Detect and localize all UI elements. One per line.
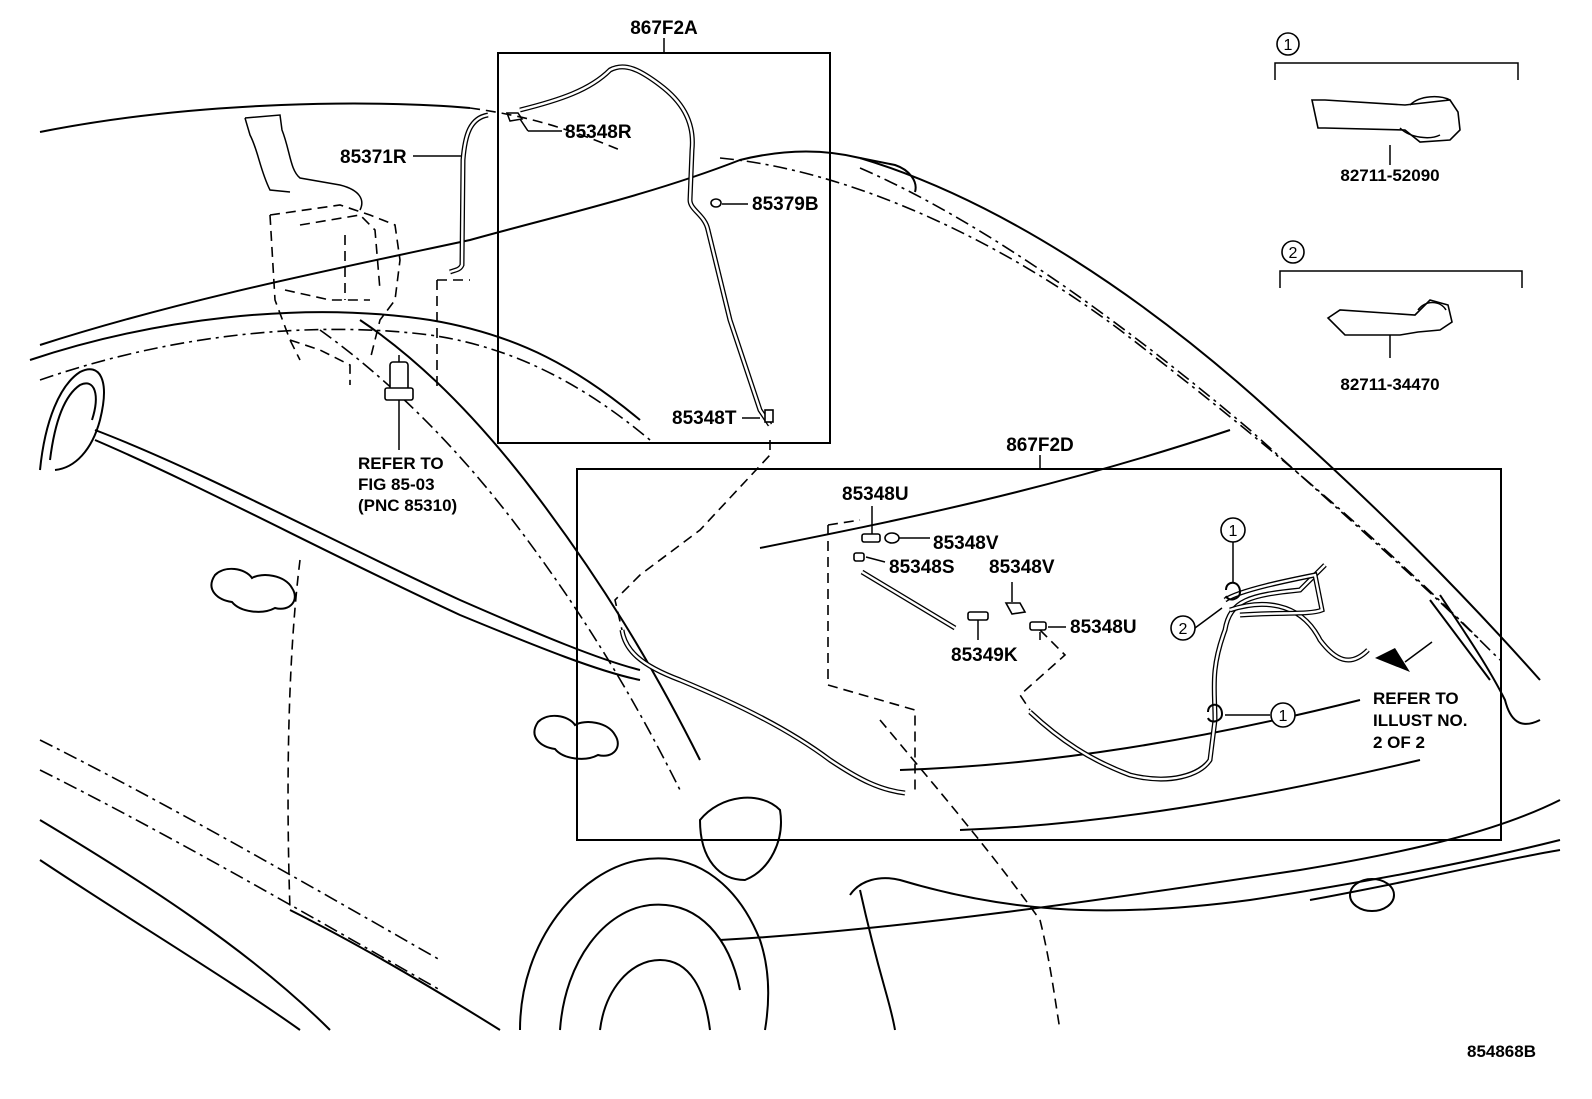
group-label-lower: 867F2D (1006, 435, 1074, 456)
figure-id: 854868B (1467, 1042, 1536, 1061)
legend-part-label-2: 82711-34470 (1340, 375, 1439, 394)
group-label-upper: 867F2A (630, 18, 698, 39)
legend-part-label-1: 82711-52090 (1340, 166, 1439, 185)
part-label-85348R: 85348R (565, 122, 632, 143)
svg-text:2: 2 (1179, 621, 1188, 638)
svg-text:1: 1 (1279, 708, 1288, 725)
group-box-upper (497, 38, 831, 444)
car-body-outline (29, 102, 1561, 1031)
legend-area (1274, 62, 1523, 358)
callout-marker-2: 2 (1170, 615, 1196, 641)
svg-text:REFER TO: REFER TO (1373, 689, 1459, 708)
part-label-85379B: 85379B (752, 194, 819, 215)
group-box-lower (576, 440, 1502, 841)
part-label-85348S: 85348S (889, 557, 955, 578)
part-label-85371R: 85371R (340, 147, 407, 168)
svg-text:ILLUST NO.: ILLUST NO. (1373, 711, 1467, 730)
refer-note-fig: REFER TO FIG 85-03 (PNC 85310) (358, 454, 457, 515)
svg-text:2 OF 2: 2 OF 2 (1373, 733, 1425, 752)
svg-text:2: 2 (1289, 245, 1298, 262)
part-label-85348T: 85348T (672, 408, 737, 429)
callout-marker-legend-1: 1 (1276, 32, 1300, 56)
svg-text:REFER TO: REFER TO (358, 454, 444, 473)
svg-text:(PNC 85310): (PNC 85310) (358, 496, 457, 515)
washer-tank (244, 114, 401, 385)
svg-text:1: 1 (1229, 523, 1238, 540)
part-label-85348V-top: 85348V (933, 533, 999, 554)
part-label-85348V-right: 85348V (989, 557, 1055, 578)
hose-85371R (449, 112, 489, 275)
washer-motor (384, 279, 470, 450)
svg-text:FIG 85-03: FIG 85-03 (358, 475, 435, 494)
part-label-85348U-right: 85348U (1070, 617, 1137, 638)
callout-marker-1-upper: 1 (1220, 517, 1246, 543)
part-label-85349K: 85349K (951, 645, 1018, 666)
part-label-85348U-top: 85348U (842, 484, 909, 505)
callout-marker-legend-2: 2 (1281, 240, 1305, 264)
svg-text:1: 1 (1284, 37, 1293, 54)
callout-marker-1-lower: 1 (1270, 702, 1296, 728)
refer-note-illust: REFER TO ILLUST NO. 2 OF 2 (1373, 689, 1467, 752)
